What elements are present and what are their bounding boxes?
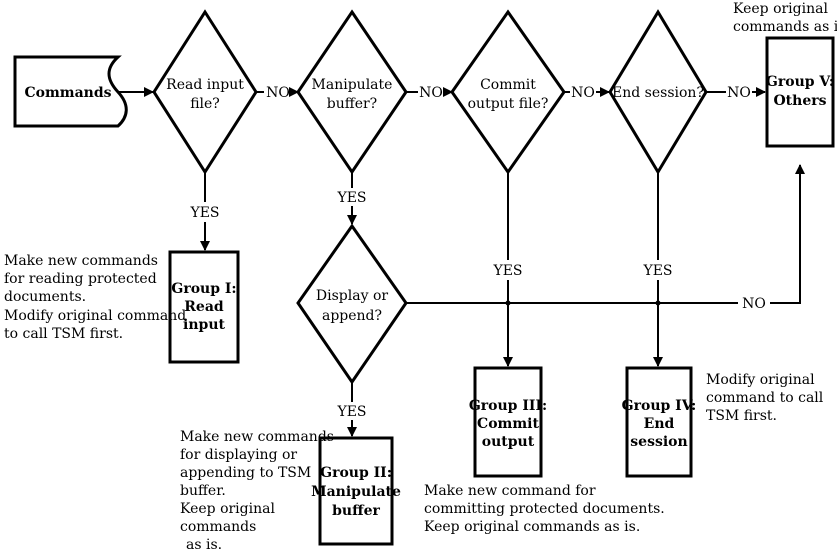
note-line: Keep original commands as is. xyxy=(424,519,640,535)
manipulate-buffer-line-1: Manipulate xyxy=(312,77,393,93)
no-label: NO xyxy=(571,85,595,101)
note-line: committing protected documents. xyxy=(424,501,665,517)
display-append-decision: Display or append? xyxy=(296,223,408,385)
decision-diamond xyxy=(296,223,408,385)
group3-line-1: Group III: xyxy=(469,398,547,414)
manipulate-buffer-decision: Manipulate buffer? xyxy=(296,9,408,175)
end-session-label: End session? xyxy=(612,85,704,101)
decision-diamond xyxy=(608,9,708,175)
yes-label: YES xyxy=(642,263,672,279)
read-input-line-2: file? xyxy=(190,96,220,112)
group1-line-1: Group I: xyxy=(171,281,236,297)
no-label: NO xyxy=(727,85,751,101)
commands-label: Commands xyxy=(24,85,111,101)
decision-diamond xyxy=(152,9,258,175)
yes-label: YES xyxy=(336,190,366,206)
note-group1: Make new commands for reading protected … xyxy=(4,253,186,342)
note-group5: Keep original commands as is. xyxy=(733,1,837,35)
display-append-line-2: append? xyxy=(322,308,382,324)
branch-labels: NO NO NO NO NO YES YES YES YES YES xyxy=(189,85,765,420)
group4-line-1: Group IV: xyxy=(622,398,697,414)
group2-line-2: Manipulate xyxy=(311,484,401,500)
read-input-line-1: Read input xyxy=(166,77,244,93)
decision-diamond xyxy=(296,9,408,175)
group2-line-3: buffer xyxy=(332,503,380,519)
commands-node: Commands xyxy=(13,55,128,128)
junction-dot xyxy=(655,300,661,306)
group4-line-2: End xyxy=(644,416,675,432)
note-line: Make new commands xyxy=(4,253,158,269)
group-box xyxy=(625,366,693,478)
group-box xyxy=(765,36,835,148)
note-line: Keep original xyxy=(180,501,275,517)
group1-line-3: input xyxy=(183,317,225,333)
group5-line-2: Others xyxy=(773,93,826,109)
note-line: Modify original xyxy=(706,372,815,388)
note-line: commands xyxy=(180,519,256,535)
group-box xyxy=(473,366,543,478)
note-group2: Make new commands for displaying or appe… xyxy=(180,429,334,551)
yes-label: YES xyxy=(189,205,219,221)
group4-line-3: session xyxy=(630,434,687,450)
note-line: as is. xyxy=(186,537,222,551)
group-box xyxy=(168,250,240,364)
group3-line-3: output xyxy=(482,434,535,450)
group3-line-2: Commit xyxy=(477,416,539,432)
commit-output-decision: Commit output file? xyxy=(450,9,566,175)
note-line: Keep original xyxy=(733,1,828,17)
group4-box: Group IV: End session xyxy=(622,366,697,478)
note-line: for displaying or xyxy=(180,447,297,463)
group2-line-1: Group II: xyxy=(320,465,392,481)
note-line: to call TSM first. xyxy=(4,326,123,342)
note-line: commands as is. xyxy=(733,19,837,35)
note-line: Make new commands xyxy=(180,429,334,445)
note-line: Modify original command xyxy=(4,308,186,324)
arrow-display-to-group5 xyxy=(770,164,805,304)
yes-label: YES xyxy=(336,404,366,420)
group-box xyxy=(318,436,394,546)
note-line: Make new command for xyxy=(424,483,596,499)
commit-output-line-2: output file? xyxy=(468,96,549,112)
note-line: buffer. xyxy=(180,483,226,499)
group1-box: Group I: Read input xyxy=(168,250,240,364)
no-label: NO xyxy=(742,296,766,312)
commit-output-line-1: Commit xyxy=(480,77,536,93)
group5-box: Group V: Others xyxy=(765,36,835,148)
yes-label: YES xyxy=(492,263,522,279)
note-group3: Make new command for committing protecte… xyxy=(424,483,665,535)
junction-dot xyxy=(505,300,511,306)
group2-box: Group II: Manipulate buffer xyxy=(311,436,401,546)
no-label: NO xyxy=(419,85,443,101)
group5-line-1: Group V: xyxy=(766,74,834,90)
note-group4: Modify original command to call TSM firs… xyxy=(706,372,824,424)
group1-line-2: Read xyxy=(184,299,224,315)
end-session-decision: End session? xyxy=(608,9,708,175)
commands-shape xyxy=(13,55,128,128)
decision-diamond xyxy=(450,9,566,175)
read-input-decision: Read input file? xyxy=(152,9,258,175)
note-line: documents. xyxy=(4,289,86,305)
manipulate-buffer-line-2: buffer? xyxy=(327,96,377,112)
note-line: command to call xyxy=(706,390,824,406)
no-label: NO xyxy=(266,85,290,101)
note-line: for reading protected xyxy=(4,271,157,287)
note-line: TSM first. xyxy=(706,408,777,424)
note-line: appending to TSM xyxy=(180,465,311,481)
display-append-line-1: Display or xyxy=(316,288,388,304)
group3-box: Group III: Commit output xyxy=(469,366,547,478)
